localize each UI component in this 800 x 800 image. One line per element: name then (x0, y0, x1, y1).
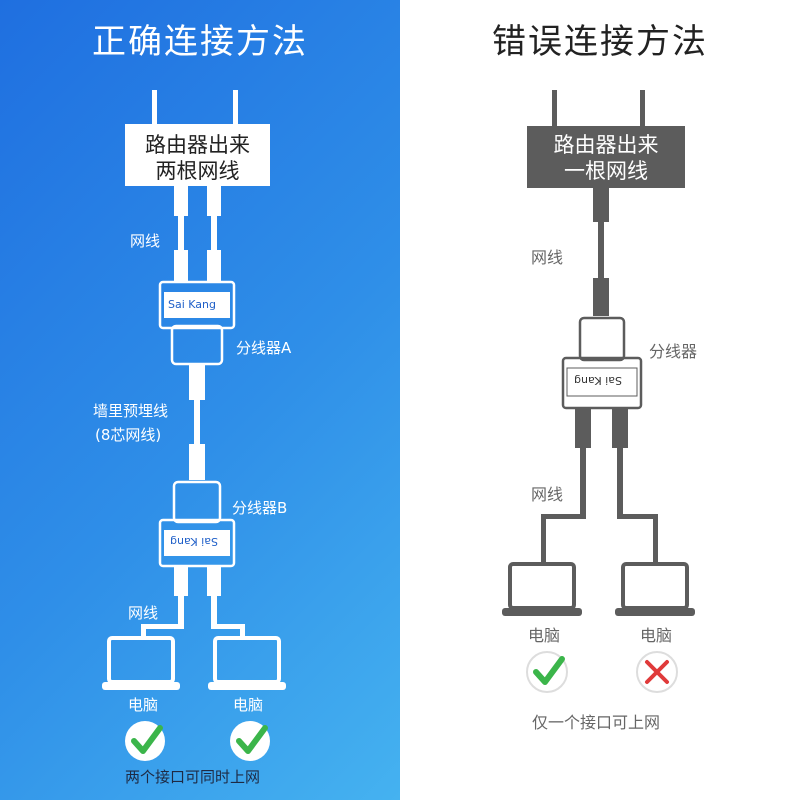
brand-label: Sai Kang (168, 298, 216, 311)
check-icon (526, 651, 568, 693)
cable-label: 网线 (128, 604, 159, 622)
wall-cable-spec: (8芯网线) (95, 426, 162, 444)
result-text: 仅一个接口可上网 (532, 713, 661, 732)
router-antenna (640, 90, 645, 128)
network-cable (141, 566, 245, 640)
laptop-icon (615, 562, 695, 616)
check-icon (230, 721, 270, 761)
brand-label: Sai Kang (170, 535, 218, 548)
brand-label: Sai Kang (574, 374, 622, 387)
cable-label: 网线 (531, 248, 564, 267)
router-text-line2: 两根网线 (155, 159, 240, 183)
laptop-icon (502, 562, 582, 616)
router-antenna (152, 90, 157, 126)
network-cable (593, 188, 609, 316)
result-text: 两个接口可同时上网 (125, 768, 261, 786)
router-box: 路由器出来 一根网线 (527, 126, 685, 188)
network-cable (541, 408, 658, 562)
correct-method-title: 正确连接方法 (92, 22, 308, 62)
splitter-b-label: 分线器B (232, 499, 288, 517)
splitter (561, 316, 643, 410)
router-text-line1: 路由器出来 (145, 133, 250, 157)
router-text-line1: 路由器出来 (553, 133, 659, 157)
pc-label: 电脑 (233, 696, 264, 714)
wall-cable (189, 364, 205, 480)
splitter-b (158, 480, 236, 568)
network-cable (174, 186, 221, 282)
cable-label: 网线 (531, 485, 564, 504)
cross-icon (636, 651, 678, 693)
laptop-icon (208, 636, 286, 690)
pc-label: 电脑 (528, 626, 561, 645)
pc-label: 电脑 (640, 626, 673, 645)
laptop-icon (102, 636, 180, 690)
cable-label: 网线 (130, 232, 161, 250)
router-text-line2: 一根网线 (564, 159, 648, 183)
wall-cable-label: 墙里预埋线 (93, 402, 169, 420)
router-antenna (552, 90, 557, 128)
splitter-a-label: 分线器A (236, 339, 292, 357)
check-icon (125, 721, 165, 761)
splitter-label: 分线器 (649, 342, 698, 361)
wrong-method-title: 错误连接方法 (492, 22, 708, 62)
router-antenna (233, 90, 238, 126)
splitter-a (158, 280, 236, 366)
router-box: 路由器出来 两根网线 (125, 124, 270, 186)
pc-label: 电脑 (128, 696, 159, 714)
